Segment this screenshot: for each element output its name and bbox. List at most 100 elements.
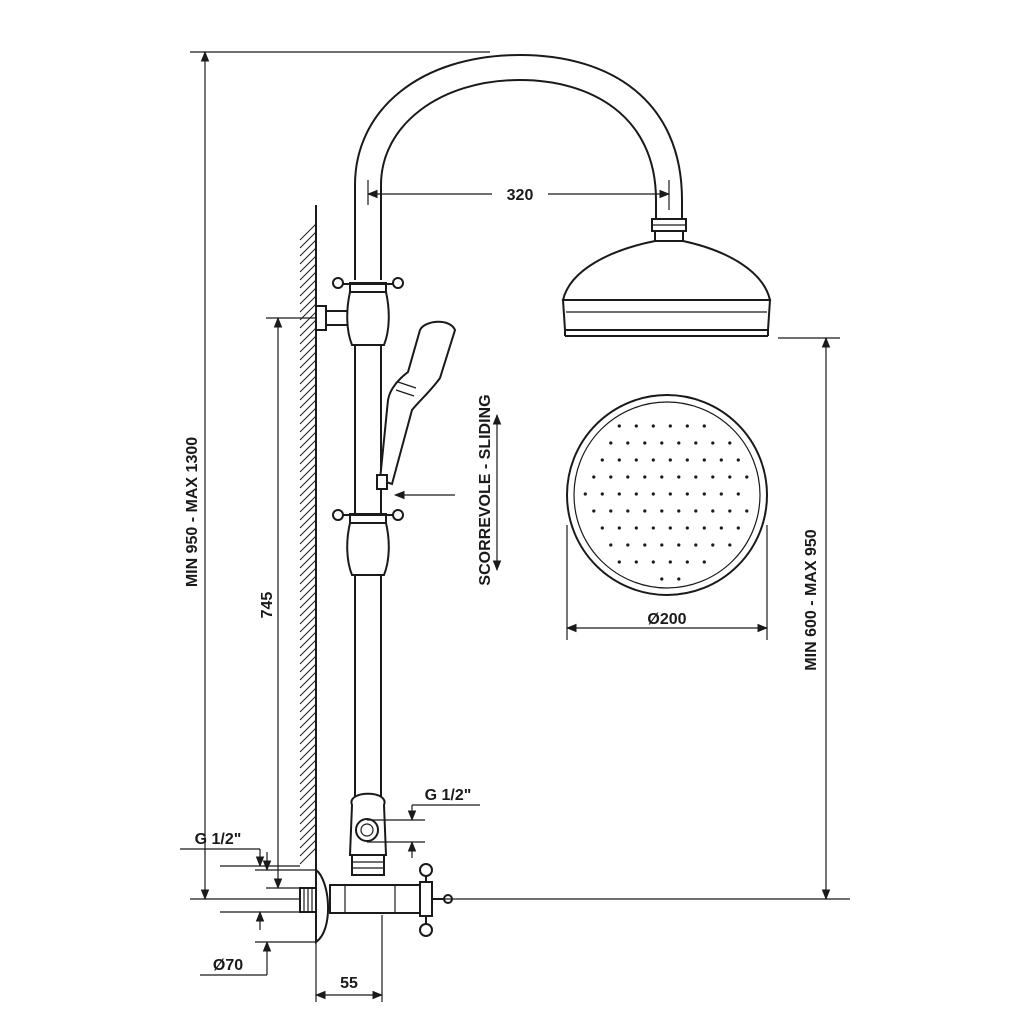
spray-nozzle xyxy=(592,475,596,479)
hatch-line xyxy=(299,279,317,297)
hatch-line xyxy=(299,735,317,753)
hatch-line xyxy=(299,503,317,521)
hatch-line xyxy=(299,463,317,481)
spray-nozzle xyxy=(643,475,647,479)
spray-nozzle xyxy=(626,543,630,547)
spray-nozzle xyxy=(677,441,681,445)
spray-nozzle xyxy=(694,509,698,513)
hatch-line xyxy=(299,319,317,337)
spray-nozzle xyxy=(651,458,655,462)
hatch-line xyxy=(299,599,317,617)
head-height-label: MIN 600 - MAX 950 xyxy=(803,529,820,670)
spray-nozzle xyxy=(643,441,647,445)
hatch-line xyxy=(299,367,317,385)
hatch-line xyxy=(299,231,317,249)
wall-hatching xyxy=(299,223,317,865)
spray-nozzle xyxy=(609,441,613,445)
spray-nozzle xyxy=(685,458,689,462)
spray-nozzle xyxy=(634,526,638,530)
overhead-shower-head xyxy=(561,218,772,337)
hatch-line xyxy=(299,559,317,577)
spray-nozzle xyxy=(728,543,732,547)
hatch-line xyxy=(299,527,317,545)
spray-nozzle xyxy=(702,458,706,462)
spray-nozzle xyxy=(719,492,723,496)
spray-nozzle xyxy=(719,458,723,462)
spray-nozzle xyxy=(702,560,706,564)
curved-shower-arm xyxy=(354,53,683,222)
hatch-line xyxy=(299,223,317,241)
dimension-total-height xyxy=(190,50,490,901)
spray-nozzle xyxy=(651,492,655,496)
hatch-line xyxy=(299,575,317,593)
hatch-line xyxy=(299,287,317,305)
spray-nozzle xyxy=(685,492,689,496)
hatch-line xyxy=(299,671,317,689)
dimension-head-height xyxy=(440,336,850,901)
spray-nozzle xyxy=(702,492,706,496)
hatch-line xyxy=(299,471,317,489)
hatch-line xyxy=(299,455,317,473)
hatch-line xyxy=(299,679,317,697)
total-height-label: MIN 950 - MAX 1300 xyxy=(184,437,201,587)
top-wall-bracket xyxy=(315,277,404,346)
dimension-inlet-thread xyxy=(180,848,300,930)
spray-nozzle xyxy=(660,577,664,581)
hatch-line xyxy=(299,823,317,841)
spray-nozzle xyxy=(651,424,655,428)
hatch-line xyxy=(299,487,317,505)
spray-nozzle xyxy=(745,509,749,513)
hatch-line xyxy=(299,663,317,681)
spray-nozzle xyxy=(728,509,732,513)
hatch-line xyxy=(299,831,317,849)
spray-nozzle xyxy=(694,441,698,445)
spray-nozzle xyxy=(677,475,681,479)
spray-nozzle xyxy=(745,475,749,479)
dimension-flange-diameter xyxy=(200,852,316,976)
spray-nozzle xyxy=(728,441,732,445)
hatch-line xyxy=(299,327,317,345)
hatch-line xyxy=(299,751,317,769)
spray-nozzle xyxy=(685,526,689,530)
hatch-line xyxy=(299,511,317,529)
spray-nozzle xyxy=(660,543,664,547)
spray-nozzle xyxy=(702,424,706,428)
wall-offset-label: 55 xyxy=(340,975,358,992)
hatch-line xyxy=(299,655,317,673)
hatch-line xyxy=(299,767,317,785)
spray-nozzle xyxy=(609,543,613,547)
spray-nozzle xyxy=(685,560,689,564)
hatch-line xyxy=(299,583,317,601)
hatch-line xyxy=(299,479,317,497)
hatch-line xyxy=(299,447,317,465)
diverter-body xyxy=(348,792,388,876)
hatch-line xyxy=(299,615,317,633)
hatch-line xyxy=(299,799,317,817)
rail-height-label: 745 xyxy=(259,592,276,619)
hatch-line xyxy=(299,495,317,513)
spray-nozzles xyxy=(583,424,749,581)
hatch-line xyxy=(299,759,317,777)
spray-nozzle xyxy=(651,560,655,564)
spray-nozzle xyxy=(728,475,732,479)
hatch-line xyxy=(299,303,317,321)
hatch-line xyxy=(299,631,317,649)
hatch-line xyxy=(299,263,317,281)
spray-nozzle xyxy=(694,543,698,547)
spray-nozzle xyxy=(592,509,596,513)
hatch-line xyxy=(299,815,317,833)
spray-nozzle xyxy=(702,526,706,530)
spray-nozzle xyxy=(643,509,647,513)
hatch-line xyxy=(299,335,317,353)
riser-pipe xyxy=(354,185,382,805)
hatch-line xyxy=(299,543,317,561)
spray-nozzle xyxy=(634,492,638,496)
spray-nozzle xyxy=(660,475,664,479)
spray-nozzle xyxy=(677,577,681,581)
spray-nozzle xyxy=(677,543,681,547)
hatch-line xyxy=(299,343,317,361)
spray-nozzle xyxy=(677,509,681,513)
spray-nozzle xyxy=(711,543,715,547)
hatch-line xyxy=(299,711,317,729)
